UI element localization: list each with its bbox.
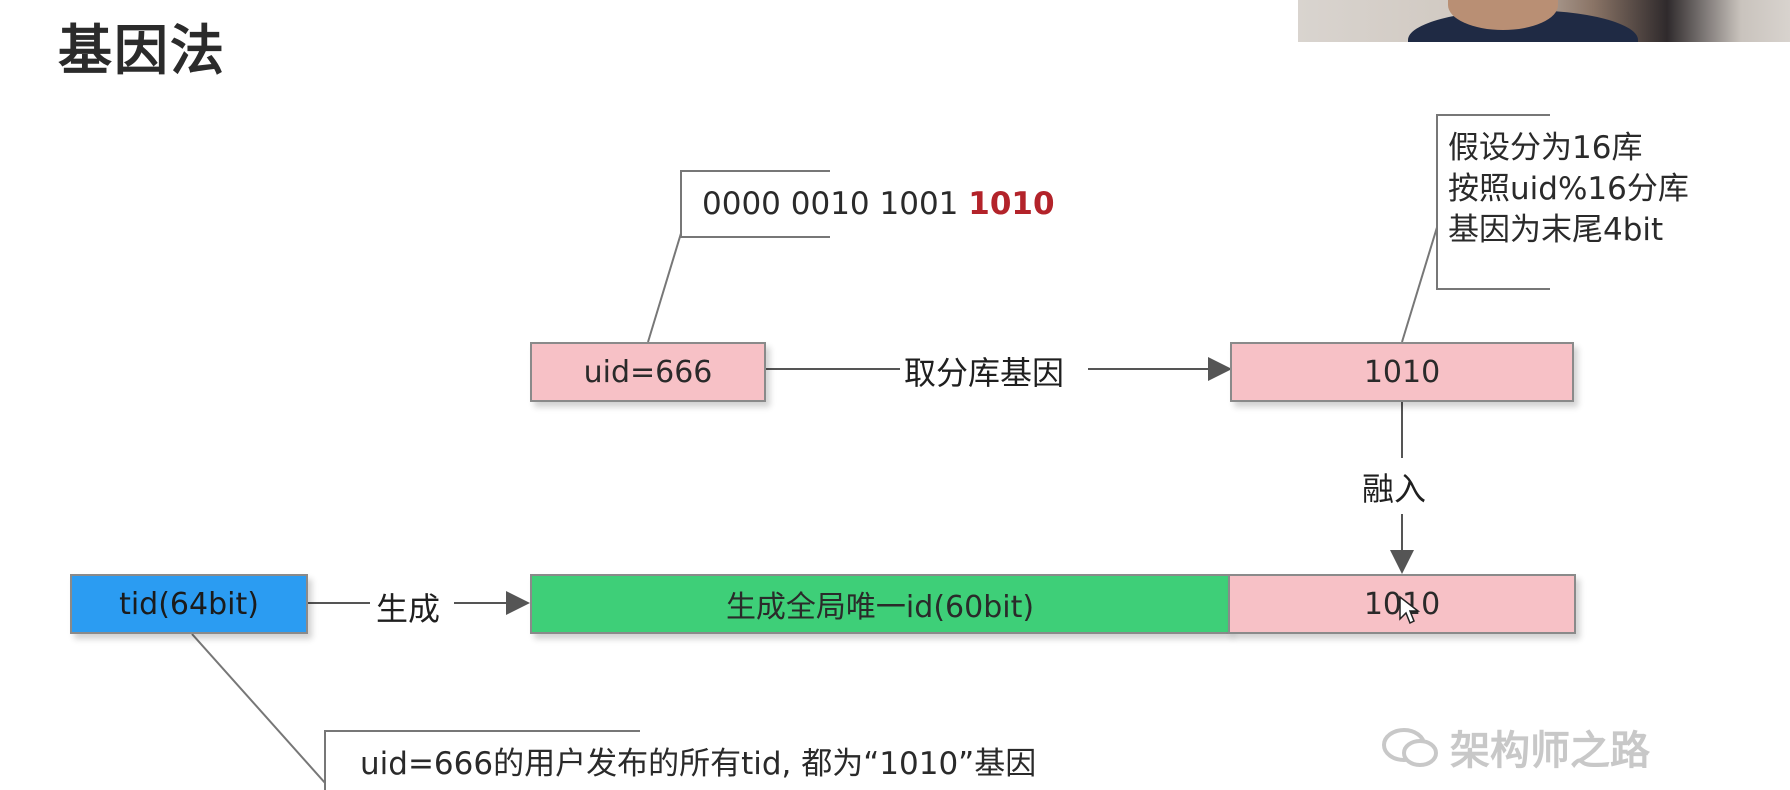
assumption-line-3: 基因为末尾4bit [1448, 211, 1664, 248]
arrow-merge-label: 融入 [1360, 464, 1429, 510]
wechat-icon [1382, 728, 1438, 767]
callout-line-assume [1401, 223, 1439, 343]
binary-note: 0000 0010 1001 1010 [680, 170, 1055, 238]
uid-box: uid=666 [530, 342, 766, 402]
watermark: 架构师之路 [1380, 718, 1650, 776]
binary-highlight: 1010 [968, 186, 1055, 222]
assumption-note: 假设分为16库 按照uid%16分库 基因为末尾4bit [1436, 114, 1689, 290]
webcam-overlay [1298, 0, 1790, 42]
tid-box: tid(64bit) [70, 574, 308, 634]
gene-box-top: 1010 [1230, 342, 1574, 402]
gene-box-bottom: 1010 [1228, 574, 1576, 634]
callout-line-tid [191, 633, 327, 784]
global-id-box: 生成全局唯一id(60bit) [530, 574, 1230, 634]
mouse-cursor-icon [1399, 595, 1421, 625]
assumption-line-2: 按照uid%16分库 [1448, 170, 1689, 207]
tid-note: uid=666的用户发布的所有tid, 都为“1010”基因 [324, 730, 1036, 790]
arrow-extract-label: 取分库基因 [902, 348, 1067, 394]
assumption-line-1: 假设分为16库 [1448, 130, 1643, 166]
watermark-text: 架构师之路 [1450, 728, 1650, 774]
binary-prefix: 0000 0010 1001 [702, 186, 969, 222]
callout-line-binary [647, 229, 683, 343]
arrow-generate-label: 生成 [374, 584, 443, 630]
page-title: 基因法 [58, 19, 226, 82]
